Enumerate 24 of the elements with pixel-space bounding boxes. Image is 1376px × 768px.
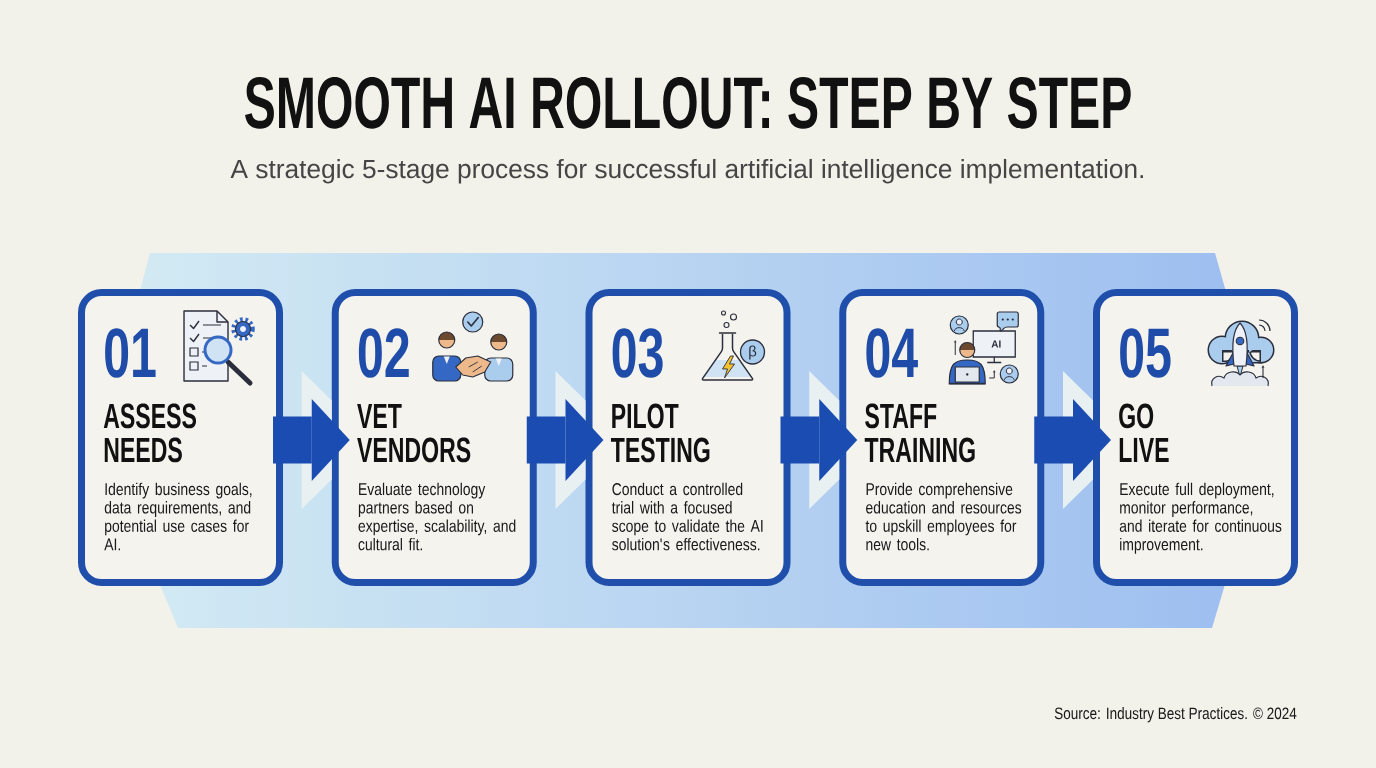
icon-label: β	[749, 345, 757, 360]
step-title: VET VENDORS	[357, 403, 471, 463]
step-description: Identify business goals, data requirements, and potential use cases for AI.	[104, 482, 252, 551]
step-description: Provide comprehensive education and resources to upskill employees for new tools.	[865, 482, 1022, 551]
arrow	[1034, 371, 1111, 509]
step-number: 05	[1120, 328, 1171, 378]
arrow	[780, 371, 858, 509]
source-note: Source: Industry Best Practices. © 2024	[1054, 707, 1297, 723]
title: SMOOTH AI ROLLOUT: STEP BY STEP	[245, 77, 1131, 129]
step-description: Execute full deployment, monitor performance, and iterate for continuous improvement.	[1119, 482, 1282, 554]
step-number: 01	[105, 328, 156, 378]
arrow	[273, 371, 350, 509]
step-number: 04	[866, 328, 918, 378]
step-description: Evaluate technology partners based on expertise, scalability, and cultural fit.	[358, 482, 516, 551]
step-title: GO LIVE	[1119, 403, 1169, 462]
step-number: 03	[612, 328, 663, 378]
step-title: PILOT TESTING	[611, 403, 710, 463]
arrow	[526, 371, 604, 509]
step-description: Conduct a controlled trial with a focused scope to validate the AI solution's effectiveness.	[611, 482, 763, 551]
step-title: STAFF TRAINING	[864, 403, 975, 463]
step-title: ASSESS NEEDS	[103, 403, 197, 463]
subtitle: A strategic 5-stage process for successful artificial intelligence implementation.	[230, 158, 1143, 184]
step-number: 02	[358, 328, 409, 378]
icon-label: AI	[991, 340, 1001, 348]
